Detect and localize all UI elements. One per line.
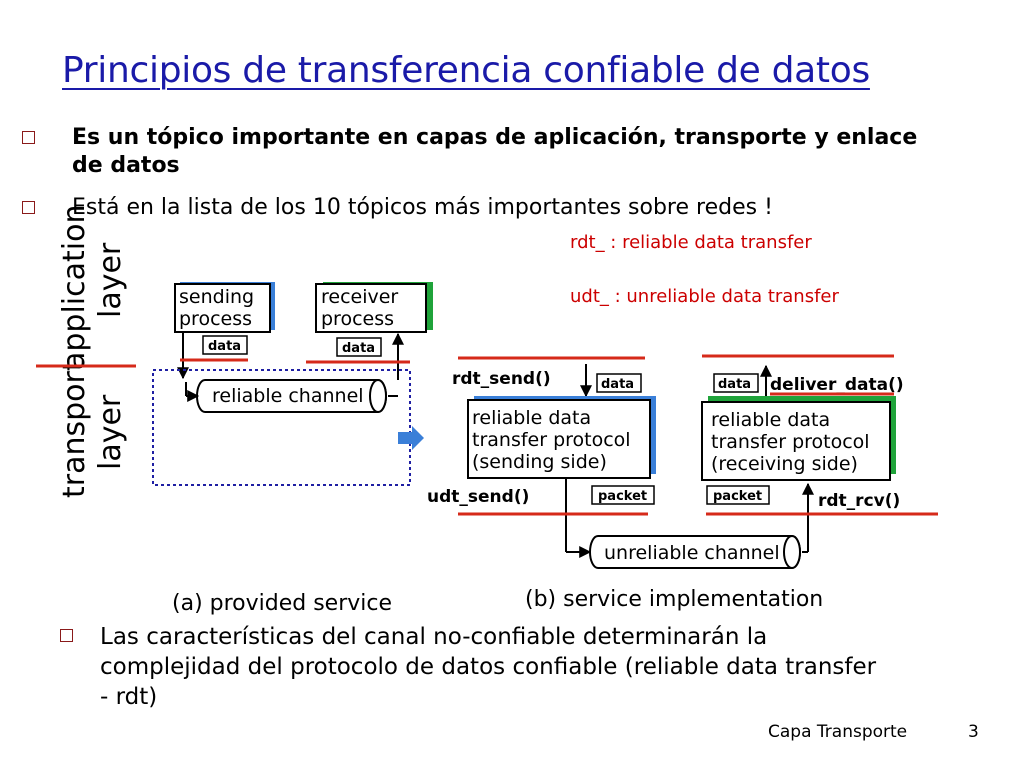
data-tag-a-recv-label: data [342, 341, 375, 356]
receiver-protocol-line-3: (receiving side) [711, 453, 858, 475]
udt-send-label: udt_send() [427, 487, 529, 507]
bullet-2: Está en la lista de los 10 tópicos más i… [22, 194, 922, 222]
receiver-process-label-1: receiver [321, 286, 398, 308]
reliable-channel-pipe: reliable channel [196, 379, 387, 413]
unreliable-channel-pipe: unreliable channel [589, 535, 801, 569]
bullet-1-text: Es un tópico importante en capas de apli… [72, 125, 918, 178]
application-label: application [57, 205, 92, 370]
data-tag-b-send-label: data [601, 377, 634, 392]
deliver-data-label: deliver_data() [770, 375, 904, 395]
note-udt: udt_ : unreliable data transfer [570, 286, 839, 307]
rdt-rcv-label: rdt_rcv() [818, 491, 900, 511]
bullet-square-icon [60, 629, 73, 642]
receiver-process-label-2: process [321, 308, 394, 330]
packet-tag-recv-label: packet [713, 489, 762, 504]
bullet-2-text: Está en la lista de los 10 tópicos más i… [72, 195, 773, 220]
dotted-service-boundary [152, 369, 411, 486]
transport-label: transport [57, 359, 92, 498]
data-tag-a-send-label: data [208, 339, 241, 354]
data-tag-b-recv [713, 373, 759, 393]
receiver-protocol-line-1: reliable data [711, 409, 830, 431]
rdt-send-label: rdt_send() [452, 369, 551, 389]
receiver-protocol-line-2: transfer protocol [711, 431, 870, 453]
slide-title: Principios de transferencia confiable de… [62, 50, 870, 91]
bullet-3: Las características del canal no-confiab… [60, 622, 890, 712]
packet-tag-send [591, 485, 655, 505]
footer-section: Capa Transporte [768, 722, 908, 742]
transport-layer-label: transport layer [57, 359, 128, 498]
sending-process-box: sending process [174, 282, 275, 333]
note-rdt: rdt_ : reliable data transfer [570, 232, 812, 253]
receiver-process-box: receiver process [315, 282, 433, 333]
sender-protocol-line-2: transfer protocol [472, 429, 631, 451]
data-tag-b-recv-label: data [718, 377, 751, 392]
bullet-3-text: Las características del canal no-confiab… [100, 624, 877, 710]
data-tag-a-send [202, 335, 248, 355]
sending-process-label-1: sending [179, 286, 254, 308]
sender-protocol-line-1: reliable data [472, 407, 591, 429]
bullet-square-icon [22, 201, 35, 214]
application-layer-word: layer [93, 242, 128, 318]
reliable-channel-label: reliable channel [212, 385, 364, 407]
unreliable-channel-label: unreliable channel [604, 542, 780, 564]
receiver-protocol-box: reliable data transfer protocol (receivi… [701, 396, 896, 481]
application-layer-label: application layer [57, 205, 128, 370]
bullet-1: Es un tópico importante en capas de apli… [22, 124, 922, 180]
bullet-square-icon [22, 131, 35, 144]
packet-tag-recv [706, 485, 770, 505]
data-tag-a-recv [336, 337, 382, 357]
footer-page-number: 3 [968, 722, 979, 742]
transport-layer-word: layer [93, 394, 128, 470]
caption-a: (a) provided service [172, 591, 392, 616]
caption-b: (b) service implementation [525, 587, 823, 612]
right-arrow-icon [398, 426, 424, 450]
sender-protocol-line-3: (sending side) [472, 451, 607, 473]
packet-tag-send-label: packet [598, 489, 647, 504]
data-tag-b-send [596, 373, 642, 393]
sending-process-label-2: process [179, 308, 252, 330]
sender-protocol-box: reliable data transfer protocol (sending… [467, 396, 656, 479]
